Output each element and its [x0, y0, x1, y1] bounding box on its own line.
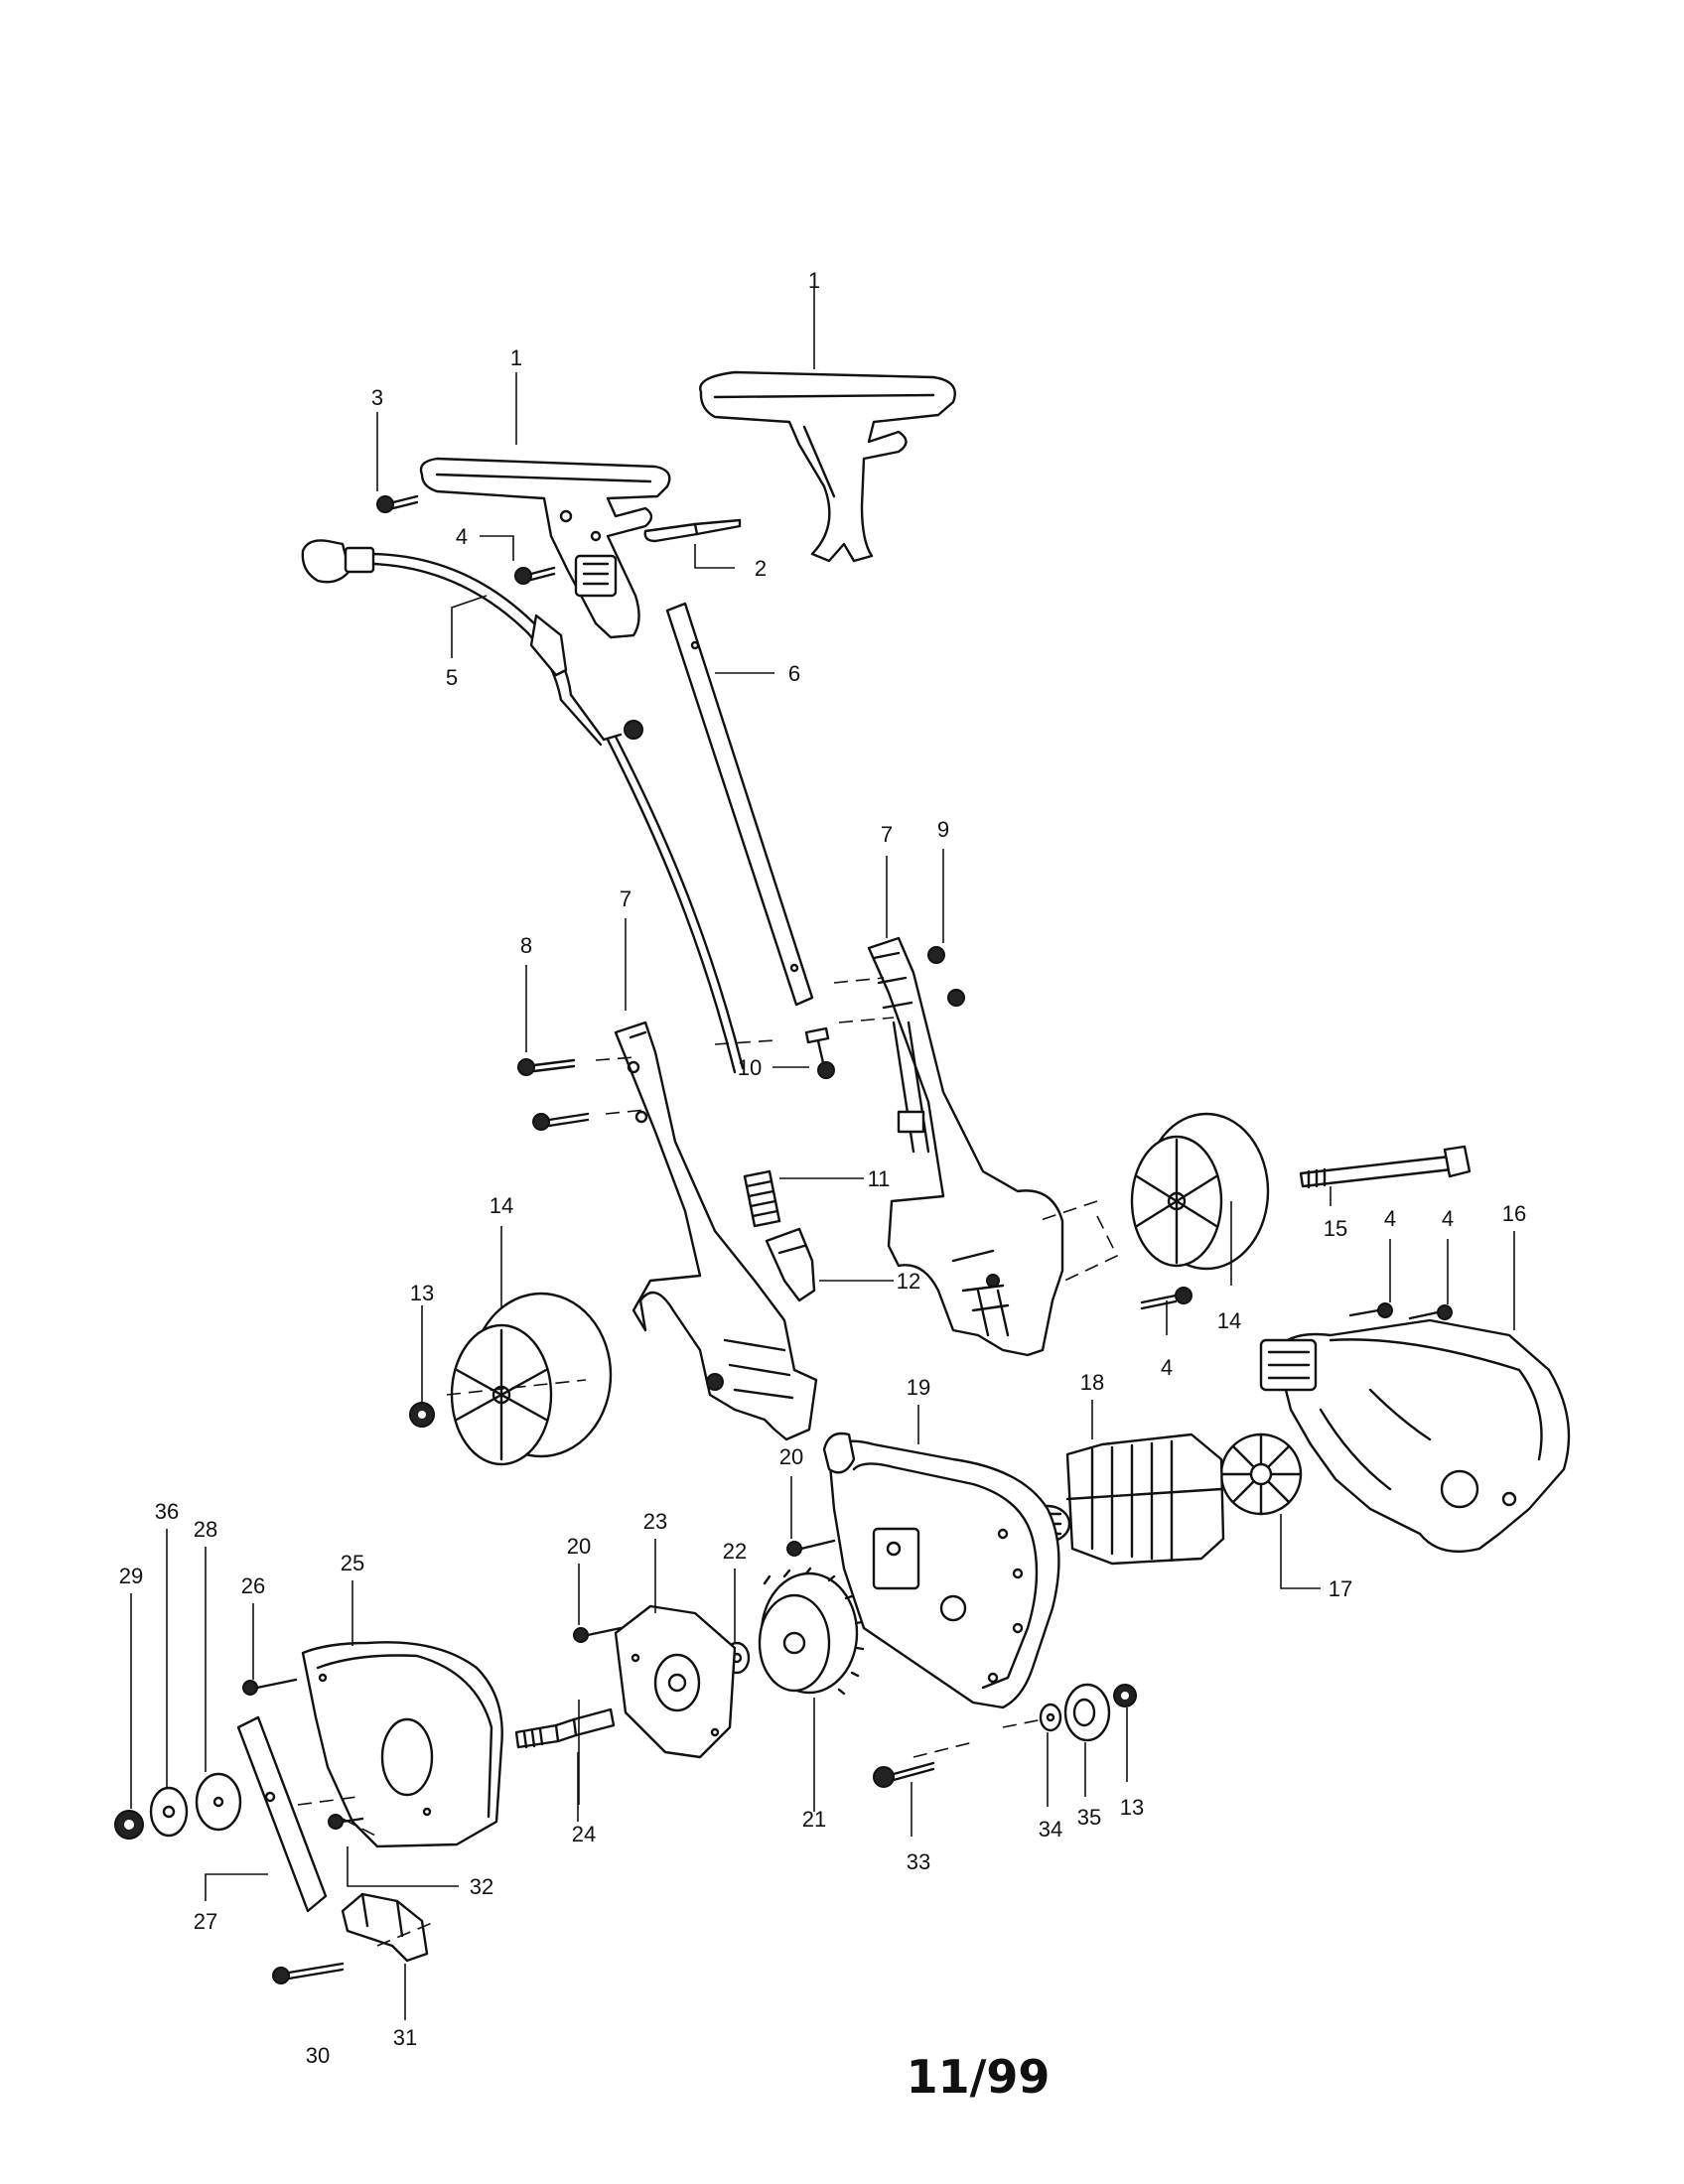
part-27-blade: [236, 1715, 328, 1913]
part-1-handle-cover: [699, 370, 956, 563]
label-21: 21: [802, 1807, 826, 1832]
label-15: 15: [1324, 1216, 1347, 1241]
part-2-switch-lever: [643, 518, 742, 543]
label-13-right: 13: [1120, 1795, 1144, 1820]
part-36-washer: [149, 1786, 189, 1838]
part-15-axle-bolt: [1299, 1145, 1472, 1189]
label-20-upper: 20: [779, 1444, 803, 1469]
label-4-right-b: 4: [1442, 1206, 1454, 1231]
part-31-bracket: [341, 1892, 429, 1963]
label-4-upper: 4: [456, 524, 468, 549]
part-12-lock-block: [765, 1227, 816, 1302]
label-1-right: 1: [808, 268, 820, 293]
label-14-right: 14: [1217, 1308, 1241, 1333]
part-4-screw-middle: [1140, 1287, 1193, 1310]
part-29-nut: [114, 1810, 144, 1840]
label-6: 6: [788, 661, 800, 686]
label-23: 23: [643, 1509, 667, 1534]
label-31: 31: [393, 2025, 417, 2050]
part-8-screws: [517, 1058, 590, 1131]
label-7-right: 7: [881, 822, 893, 847]
label-27: 27: [194, 1909, 217, 1934]
part-33-bolt: [873, 1761, 935, 1788]
part-5-power-cord: [301, 539, 643, 747]
part-20-screw-upper: [786, 1539, 836, 1557]
callout-labels: 1 1 2 3 4 5 6 7 9 7 8 10 11 12 13 14 15 …: [119, 268, 1526, 2068]
label-3: 3: [371, 385, 383, 410]
label-34: 34: [1039, 1817, 1062, 1842]
label-5: 5: [446, 665, 458, 690]
label-8: 8: [520, 933, 532, 958]
label-16: 16: [1502, 1201, 1526, 1226]
label-7-left: 7: [620, 887, 632, 911]
part-28-blade-washer: [195, 1772, 242, 1832]
part-13-nut-right: [1113, 1684, 1137, 1707]
label-1-left: 1: [510, 345, 522, 370]
part-20-screw-lower: [573, 1626, 623, 1643]
label-26: 26: [241, 1573, 265, 1598]
label-19: 19: [907, 1375, 930, 1400]
label-36: 36: [155, 1499, 179, 1524]
label-18: 18: [1080, 1370, 1104, 1395]
part-7-lower-handle-right: [867, 936, 1064, 1357]
switch-cable: [606, 735, 745, 1074]
label-20-lower: 20: [567, 1534, 591, 1559]
part-24-shaft: [514, 1707, 616, 1749]
part-16-motor-housing: [1259, 1318, 1571, 1553]
part-4-screws-right: [1348, 1302, 1453, 1320]
part-6-upper-tube: [665, 602, 814, 1007]
label-9: 9: [937, 817, 949, 842]
part-14-wheel-left: [450, 1292, 613, 1466]
assembly-lines: [297, 977, 1119, 1947]
part-21-drive-gear: [758, 1567, 865, 1696]
label-17: 17: [1329, 1576, 1352, 1601]
label-4-right-a: 4: [1384, 1206, 1396, 1231]
label-10: 10: [738, 1055, 762, 1080]
label-13-left: 13: [410, 1281, 434, 1305]
label-28: 28: [194, 1517, 217, 1542]
label-12: 12: [897, 1269, 920, 1294]
part-9-nuts: [927, 946, 965, 1007]
part-3-screw: [376, 494, 419, 513]
part-26-screw: [242, 1678, 298, 1696]
part-19-gear-housing: [822, 1432, 1060, 1709]
part-25-blade-guard: [301, 1641, 503, 1848]
part-10-small-bolt: [804, 1026, 835, 1079]
leader-lines: [130, 288, 1515, 2020]
label-35: 35: [1077, 1805, 1101, 1830]
label-11: 11: [868, 1166, 891, 1191]
part-1-handle-switch-half: [419, 457, 671, 639]
part-17-fan: [1219, 1433, 1303, 1516]
label-25: 25: [341, 1551, 364, 1575]
part-34-washer: [1039, 1703, 1062, 1732]
label-2: 2: [755, 556, 767, 581]
label-14-left: 14: [490, 1193, 513, 1218]
part-14-wheel-right: [1130, 1112, 1270, 1271]
part-30-long-bolt: [272, 1962, 345, 1984]
label-4-middle: 4: [1161, 1355, 1173, 1380]
part-13-nut-left: [409, 1402, 435, 1428]
label-29: 29: [119, 1564, 143, 1588]
label-24: 24: [572, 1822, 596, 1846]
part-11-spring: [743, 1169, 781, 1228]
label-30: 30: [306, 2043, 330, 2068]
part-4-screw-upper: [514, 566, 556, 585]
label-33: 33: [907, 1849, 930, 1874]
label-22: 22: [723, 1539, 747, 1564]
label-32: 32: [470, 1874, 493, 1899]
part-23-bearing-plate: [614, 1604, 737, 1759]
date-stamp: 11/99: [907, 2050, 1051, 2104]
part-7-lower-handle-left: [614, 1021, 818, 1441]
part-35-bearing: [1063, 1683, 1111, 1742]
